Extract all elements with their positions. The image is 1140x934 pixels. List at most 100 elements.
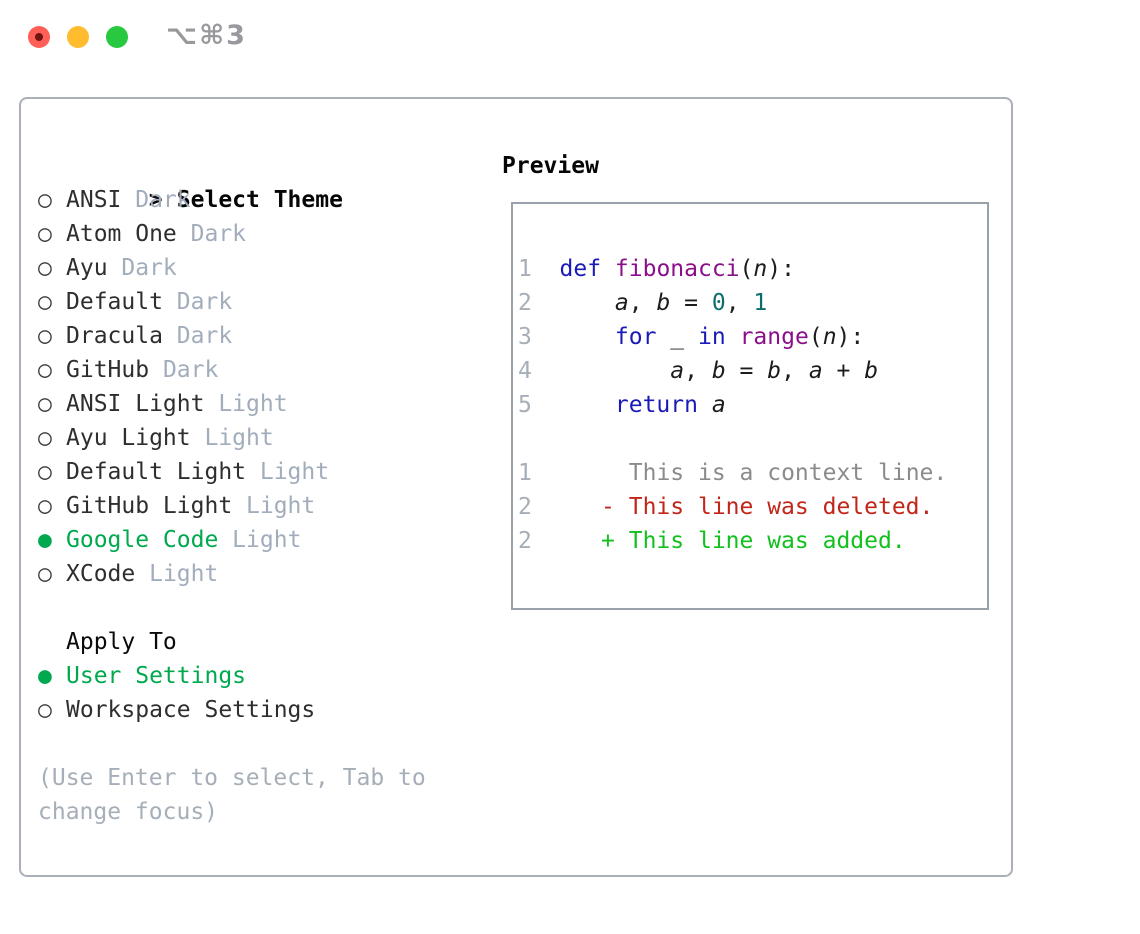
theme-option[interactable]: ○ GitHub Dark [38, 353, 426, 387]
cursor-arrow-icon: > [148, 187, 163, 213]
code-token-pl: , [628, 290, 657, 316]
code-token-kw: return [614, 392, 698, 418]
code-token-var: a [670, 358, 685, 384]
radio-icon: ○ [38, 323, 52, 349]
theme-option-label: Ayu [66, 255, 108, 281]
minimize-button-icon[interactable] [67, 26, 89, 48]
preview-line [518, 422, 947, 456]
code-token-ctx: This is a context line. [628, 460, 948, 486]
theme-option[interactable]: ○XCode Light [38, 557, 426, 591]
code-token-pl [698, 392, 712, 418]
preview-line: 1 This is a context line. [518, 456, 947, 490]
radio-icon: ○ [38, 459, 52, 485]
apply-to-options: ● User Settings ○ Workspace Settings [38, 659, 426, 727]
theme-option[interactable]: ○Atom One Dark [38, 217, 426, 251]
code-token-pl [560, 392, 615, 418]
preview-title: Preview [502, 153, 599, 179]
code-token-fn: fibonacci [614, 256, 740, 282]
code-token-pl: ): [836, 324, 865, 350]
theme-option[interactable]: ○ANSI Dark [38, 183, 426, 217]
code-token-var: b [656, 290, 671, 316]
apply-to-option-label: User Settings [66, 663, 247, 689]
code-token-kw: for [614, 324, 657, 350]
radio-icon: ○ [38, 221, 52, 247]
radio-selected-icon: ● [38, 663, 52, 689]
theme-option-label: Default Light [66, 459, 247, 485]
code-token-var: n [822, 324, 837, 350]
line-number: 3 [518, 324, 532, 350]
radio-icon: ○ [38, 187, 52, 213]
theme-option-label: Default [66, 289, 163, 315]
zoom-button-icon[interactable] [106, 26, 128, 48]
theme-variant-badge: Dark [162, 323, 233, 349]
theme-picker-left-column: >Select Theme ○ANSI Dark○Atom One Dark○A… [38, 149, 426, 829]
preview-line: 2 + This line was added. [518, 524, 947, 558]
radio-icon: ○ [38, 357, 52, 383]
spacer [38, 591, 426, 625]
titlebar: ⌥⌘3 [0, 0, 1140, 75]
preview-line: 2 a, b = 0, 1 [518, 286, 947, 320]
select-theme-header: >Select Theme [38, 149, 426, 213]
code-token-pl: ): [767, 256, 795, 282]
theme-option[interactable]: ○Default Dark [38, 285, 426, 319]
theme-option[interactable]: ○Dracula Dark [38, 319, 426, 353]
theme-list: ○ANSI Dark○Atom One Dark○Ayu Dark○Defaul… [38, 183, 426, 591]
code-token-del: - This line was deleted. [601, 494, 934, 520]
apply-to-header: Apply To [66, 629, 177, 655]
spacer [38, 727, 426, 761]
code-token-var: b [711, 358, 726, 384]
theme-variant-badge: Light [190, 425, 274, 451]
code-token-fn: range [739, 324, 809, 350]
code-token-pl [560, 528, 602, 554]
theme-option-label: ANSI [66, 187, 122, 213]
code-token-pl: , [781, 358, 809, 384]
code-token-pl: , [725, 290, 754, 316]
theme-picker-panel: >Select Theme ○ANSI Dark○Atom One Dark○A… [19, 97, 1013, 877]
help-text-line: change focus) [38, 799, 219, 825]
theme-option-label: Google Code [66, 527, 219, 553]
theme-variant-badge: Dark [149, 357, 219, 383]
code-token-num: 0 [711, 290, 726, 316]
help-text-line: (Use Enter to select, Tab to [38, 765, 426, 791]
code-token-pl: = [725, 358, 768, 384]
theme-option[interactable]: ○ Default Light Light [38, 455, 426, 489]
code-token-pl [560, 324, 615, 350]
theme-option[interactable]: ○ Ayu Dark [38, 251, 426, 285]
code-token-pl: , [684, 358, 712, 384]
theme-variant-badge: Light [246, 459, 330, 485]
theme-option[interactable]: ○Ayu Light Light [38, 421, 426, 455]
line-number: 2 [518, 528, 532, 554]
theme-variant-badge: Light [218, 527, 302, 553]
code-token-var: a [614, 290, 629, 316]
code-token-pl [560, 494, 602, 520]
theme-option[interactable]: ○ANSI Light Light [38, 387, 426, 421]
code-token-pl [601, 256, 615, 282]
radio-icon: ○ [38, 697, 52, 723]
radio-icon: ○ [38, 255, 52, 281]
code-token-pl [560, 358, 671, 384]
theme-option[interactable]: ○GitHub Light Light [38, 489, 426, 523]
apply-to-option-label: Workspace Settings [66, 697, 316, 723]
radio-icon: ○ [38, 425, 52, 451]
code-token-kw: def [559, 256, 602, 282]
code-token-var: b [864, 358, 879, 384]
apply-to-option[interactable]: ○ Workspace Settings [38, 693, 426, 727]
theme-option-label: GitHub [66, 357, 150, 383]
preview-line: 5 return a [518, 388, 947, 422]
close-button-icon[interactable] [28, 26, 50, 48]
theme-variant-badge: Light [204, 391, 288, 417]
radio-icon: ○ [38, 289, 52, 315]
code-token-pl [560, 460, 629, 486]
code-token-var: a [808, 358, 823, 384]
code-token-num: 1 [753, 290, 768, 316]
preview-line: 3 for _ in range(n): [518, 320, 947, 354]
code-token-pl [684, 324, 698, 350]
theme-option[interactable]: ●Google Code Light [38, 523, 426, 557]
theme-variant-badge: Dark [107, 255, 177, 281]
preview-line: 4 a, b = b, a + b [518, 354, 947, 388]
radio-icon: ○ [38, 561, 52, 587]
apply-to-option[interactable]: ● User Settings [38, 659, 426, 693]
theme-option-label: GitHub Light [66, 493, 233, 519]
